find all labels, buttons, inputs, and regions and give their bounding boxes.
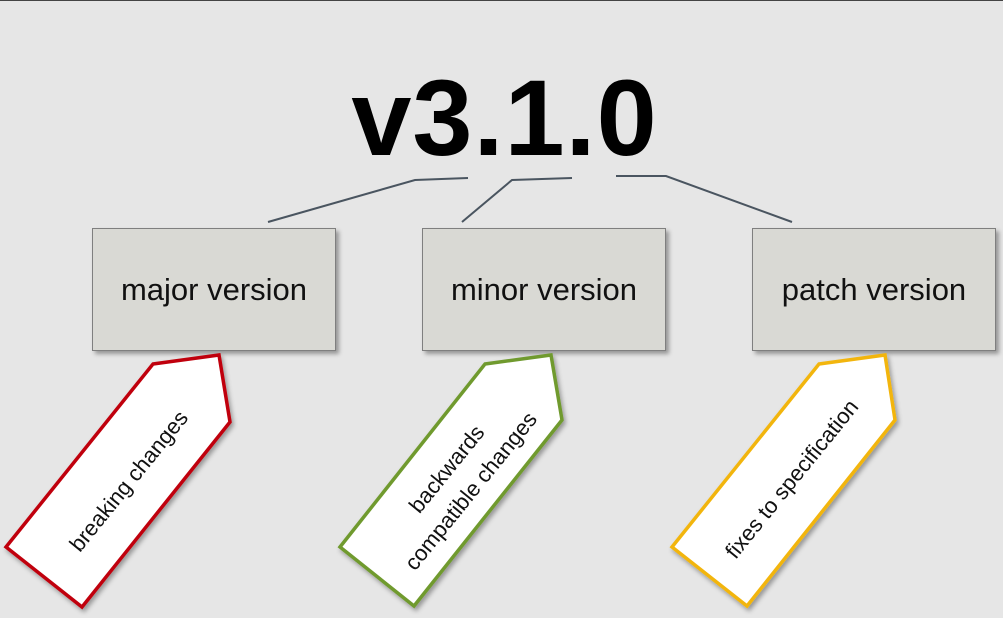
major-version-box: major version — [92, 228, 336, 351]
major-version-label: major version — [120, 271, 308, 307]
patch-version-box: patch version — [752, 228, 996, 351]
top-rule — [0, 0, 1003, 1]
patch-version-label: patch version — [781, 271, 967, 307]
tag-patch-shape — [669, 353, 897, 609]
minor-version-label: minor version — [450, 271, 638, 307]
tag-fixes-to-specification: fixes to specification — [669, 353, 897, 609]
minor-version-box: minor version — [422, 228, 666, 351]
tag-major-shape — [3, 353, 232, 610]
tag-backwards-compatible-changes: backwards compatible changes — [337, 353, 564, 609]
tag-minor-shape — [337, 353, 564, 609]
version-title: v3.1.0 — [351, 57, 658, 178]
tag-breaking-changes: breaking changes — [3, 353, 232, 610]
